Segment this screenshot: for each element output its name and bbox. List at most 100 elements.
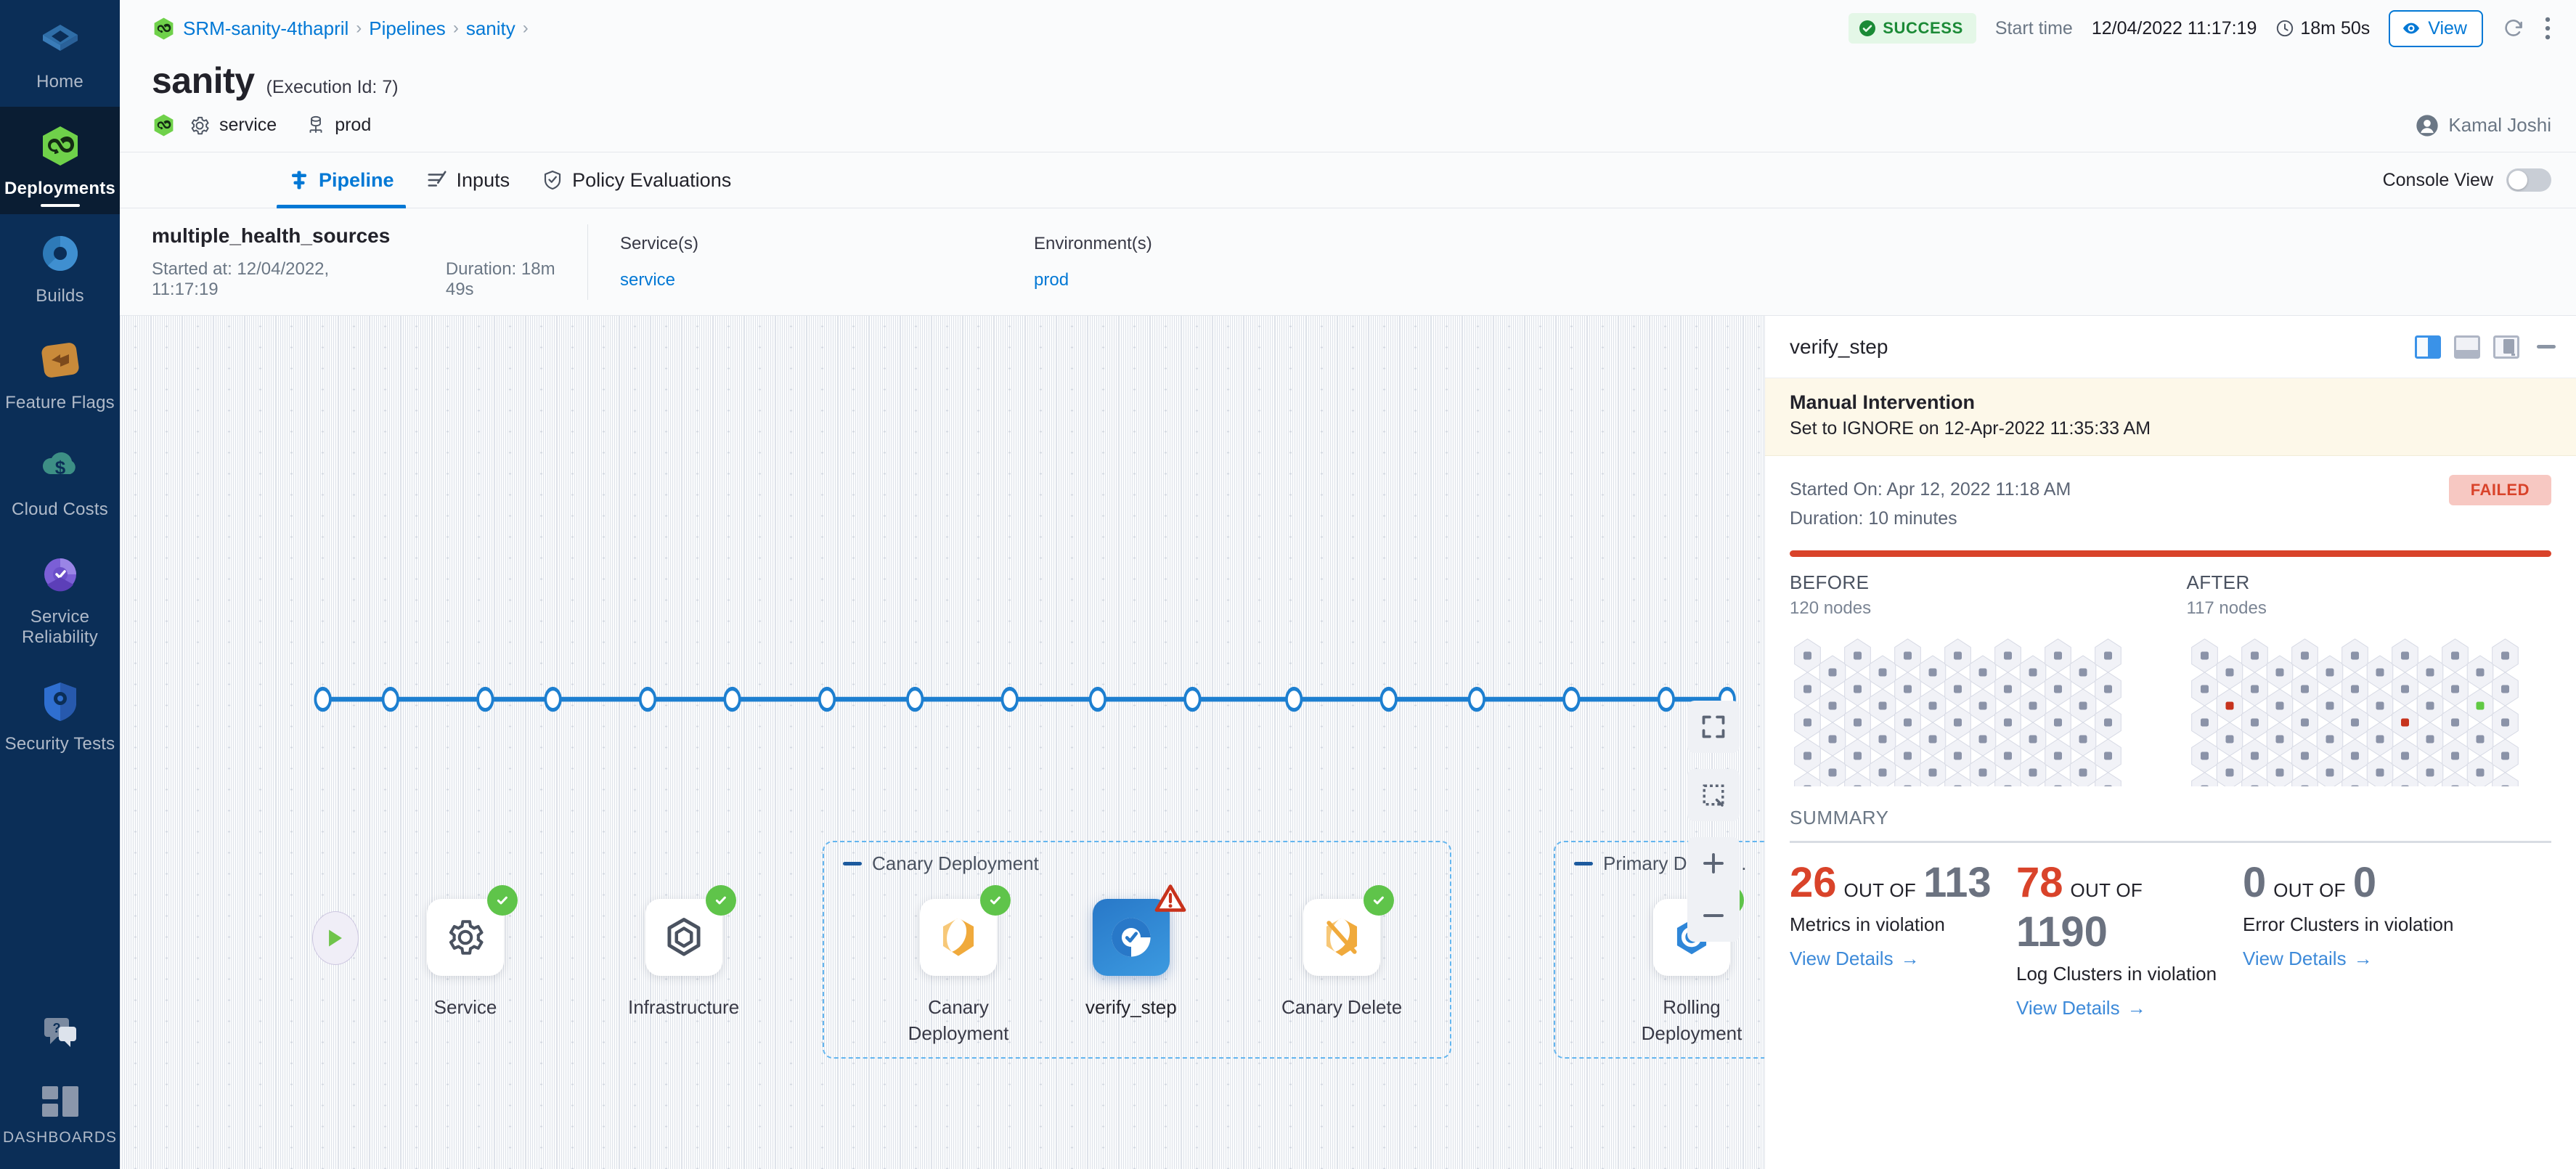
status-success-icon [980, 885, 1011, 916]
node-label: Service [434, 995, 497, 1021]
node-canary-delete[interactable]: Canary Delete [1281, 899, 1402, 1021]
zoom-in-button[interactable] [1687, 837, 1740, 889]
services-value[interactable]: service [620, 270, 1034, 290]
view-button[interactable]: View [2389, 10, 2483, 47]
user-menu[interactable]: Kamal Joshi [2416, 114, 2551, 137]
summary-numerator: 0 [2243, 862, 2266, 904]
services-column: Service(s) service [620, 234, 1034, 290]
zoom-controls[interactable] [1687, 837, 1740, 942]
tab-inputs[interactable]: Inputs [410, 152, 526, 208]
banner-title: Manual Intervention [1790, 391, 2551, 414]
after-header: AFTER [2187, 571, 2552, 594]
tab-policy-evaluations[interactable]: Policy Evaluations [526, 152, 747, 208]
sidebar-item-label: Cloud Costs [12, 500, 108, 520]
summary-view-details-label: View Details [1790, 948, 1894, 970]
service-reliability-icon [37, 551, 83, 598]
title-bar: sanity (Execution Id: 7) service [120, 57, 2576, 152]
summary-denominator: 113 [1923, 862, 1992, 904]
step-run-info: Started On: Apr 12, 2022 11:18 AM Durati… [1765, 456, 2576, 533]
sidebar-item-label: Home [36, 72, 83, 92]
node-canary-deployment[interactable]: Canary Deployment [886, 899, 1031, 1047]
sidebar-item-cloud-costs[interactable]: $ Cloud Costs [0, 428, 120, 534]
gear-icon [189, 115, 211, 137]
harness-logo-icon [152, 17, 176, 41]
refresh-icon[interactable] [2502, 17, 2525, 40]
banner-subtitle: Set to IGNORE on 12-Apr-2022 11:35:33 AM [1790, 418, 2551, 439]
node-box[interactable] [645, 899, 722, 976]
execution-id-label: (Execution Id: 7) [266, 77, 399, 98]
console-view-toggle[interactable]: Console View [2383, 152, 2551, 208]
node-box[interactable] [427, 899, 504, 976]
breadcrumb-pipeline-name[interactable]: sanity [466, 17, 515, 40]
sidebar-item-security-tests[interactable]: Security Tests [0, 662, 120, 769]
after-column: AFTER 117 nodes [2187, 571, 2552, 786]
zoom-out-button[interactable] [1687, 889, 1740, 942]
sidebar-item-label: Deployments [4, 179, 115, 199]
node-infrastructure[interactable]: Infrastructure [628, 899, 739, 1021]
play-icon [326, 928, 345, 948]
node-box[interactable] [920, 899, 997, 976]
breadcrumb-pipelines[interactable]: Pipelines [369, 17, 446, 40]
node-verify-step[interactable]: verify_step [1085, 899, 1177, 1021]
summary-metrics: 26 OUT OF 113 Metrics in violation View … [1790, 862, 2008, 1019]
tab-pipeline[interactable]: Pipeline [272, 152, 410, 208]
summary-outof-label: OUT OF [2071, 879, 2143, 902]
more-vertical-icon[interactable] [2544, 16, 2551, 41]
float-view-icon[interactable] [2493, 335, 2519, 359]
breadcrumb-separator: › [453, 18, 459, 38]
service-chip[interactable]: service [189, 115, 277, 137]
environments-value[interactable]: prod [1034, 270, 1448, 290]
node-start[interactable] [312, 911, 359, 965]
before-node-grid[interactable] [1790, 638, 2155, 786]
start-time-value: 12/04/2022 11:17:19 [2092, 18, 2257, 39]
tab-label: Policy Evaluations [572, 169, 731, 192]
summary-description: Error Clusters in violation [2243, 913, 2461, 937]
select-area-button-inner[interactable] [1687, 769, 1740, 821]
summary-section: SUMMARY 26 OUT OF 113 Metrics in violati… [1765, 786, 2576, 1019]
sidebar-item-deployments[interactable]: Deployments [0, 107, 120, 213]
sidebar-item-builds[interactable]: Builds [0, 214, 120, 321]
after-node-grid[interactable] [2187, 638, 2552, 786]
status-success-icon [487, 885, 518, 916]
before-nodes-count: 120 nodes [1790, 598, 2155, 619]
summary-view-details-link[interactable]: View Details → [1790, 948, 1920, 970]
page-title: sanity [152, 60, 255, 102]
select-area-button[interactable] [1687, 769, 1740, 821]
node-box[interactable] [1093, 899, 1170, 976]
console-view-switch[interactable] [2506, 168, 2551, 192]
pipeline-canvas[interactable]: Canary Deployment Primary Deploy... [120, 316, 1764, 1169]
fit-to-screen-button-inner[interactable] [1687, 701, 1740, 753]
sidebar-item-service-reliability[interactable]: Service Reliability [0, 535, 120, 663]
stage-divider [587, 224, 588, 300]
stage-summary-bar: multiple_health_sources Started at: 12/0… [120, 208, 2576, 316]
environment-chip[interactable]: prod [306, 115, 371, 137]
step-duration: Duration: 10 minutes [1790, 504, 2071, 533]
summary-number-line: 0 OUT OF 0 [2243, 862, 2461, 904]
step-detail-header: verify_step [1765, 316, 2576, 378]
svg-text:?: ? [52, 1021, 60, 1035]
breadcrumb-project[interactable]: SRM-sanity-4thapril [183, 17, 349, 40]
summary-denominator: 0 [2353, 862, 2376, 904]
summary-view-details-label: View Details [2016, 997, 2120, 1019]
sidebar-item-dashboards[interactable]: DASHBOARDS [0, 1069, 120, 1169]
minimize-icon[interactable] [2537, 345, 2556, 349]
view-button-label: View [2428, 18, 2467, 39]
tab-label: Inputs [457, 169, 510, 192]
sidebar-item-feature-flags[interactable]: Feature Flags [0, 321, 120, 428]
summary-view-details-link[interactable]: View Details → [2016, 997, 2146, 1019]
plus-icon [1700, 850, 1727, 876]
svg-text:$: $ [54, 457, 65, 478]
node-box[interactable] [1303, 899, 1380, 976]
node-service[interactable]: Service [427, 899, 504, 1021]
split-right-view-icon[interactable] [2415, 335, 2441, 359]
fit-to-screen-button[interactable] [1687, 701, 1740, 753]
summary-view-details-link[interactable]: View Details → [2243, 948, 2373, 970]
check-circle-icon [1859, 20, 1876, 37]
breadcrumb: SRM-sanity-4thapril › Pipelines › sanity… [152, 17, 529, 41]
split-bottom-view-icon[interactable] [2454, 335, 2480, 359]
stage-summary-left: multiple_health_sources Started at: 12/0… [152, 224, 587, 300]
sidebar-item-help[interactable]: ? [0, 992, 120, 1069]
breadcrumb-separator: › [356, 18, 362, 38]
sidebar-item-home[interactable]: Home [0, 0, 120, 107]
